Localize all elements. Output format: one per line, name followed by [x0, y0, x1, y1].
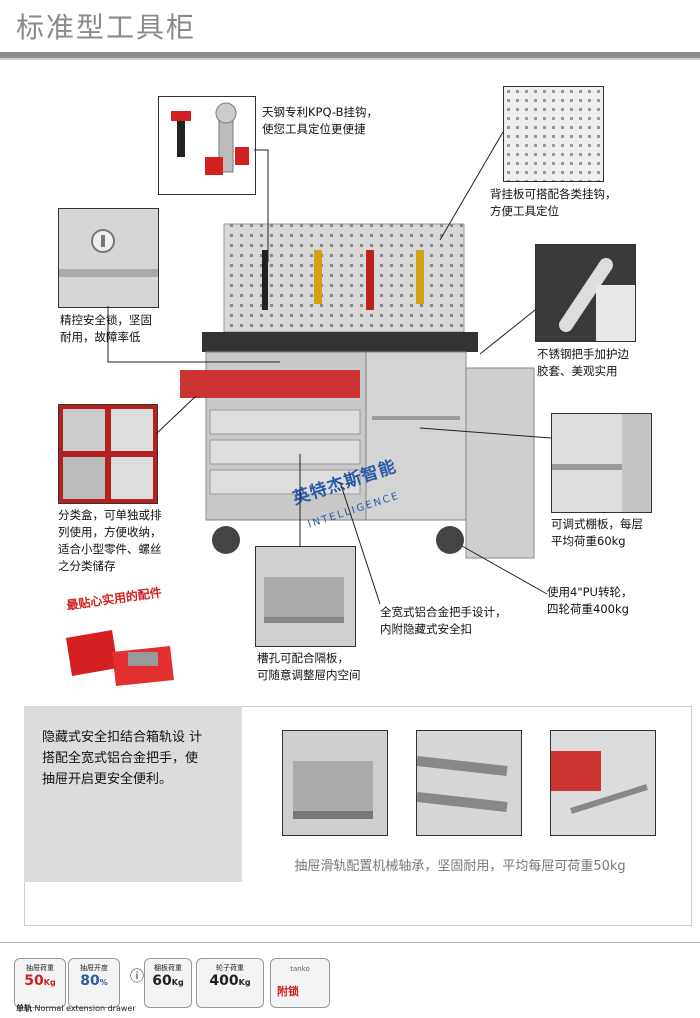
lock-caption: 精控安全锁，坚固耐用，故障率低 [60, 313, 152, 344]
drawer-rail-text-box [24, 706, 242, 882]
page-title: 标准型工具柜 [16, 11, 197, 44]
handle-photo [535, 244, 636, 342]
drawer-load-badge: 抽屉荷重 50Kg [14, 958, 66, 1008]
slot-photo [255, 546, 356, 647]
slot-caption: 槽孔可配合隔板，可随意调整屉内空间 [257, 651, 361, 682]
hook-photo [158, 96, 256, 195]
hook-caption: 天钢专利KPQ-B挂钩，使您工具定位更便捷 [262, 105, 378, 136]
footer-separator [0, 942, 700, 943]
cabinet-illustration [176, 220, 540, 560]
rail-caption: 抽屉滑轨配置机械轴承，坚固耐用，平均每屉可荷重50kg [294, 859, 626, 874]
rail-photo-1 [282, 730, 388, 836]
leader-lines [107, 131, 552, 605]
key-icon: tanko [290, 965, 310, 973]
shelf-load-badge: 棚板荷重 60Kg [144, 958, 192, 1008]
lock-included-badge: tanko 附锁 [270, 958, 330, 1008]
caster-load-badge: 轮子荷重 400Kg [196, 958, 264, 1008]
rail-type-label: 单轨 Normal extension drawer [16, 1004, 136, 1013]
rail-photo-3 [550, 730, 656, 836]
shelf-caption: 可调式棚板，每层平均荷重60kg [551, 517, 643, 548]
rail-photo-2 [416, 730, 522, 836]
drawer-extension-badge: 抽屉开度 80% [68, 958, 120, 1008]
title-bar-shadow [0, 58, 700, 60]
pegboard-photo [503, 86, 604, 182]
caster-caption: 使用4"PU转轮，四轮荷重400kg [547, 585, 633, 616]
pegboard-caption: 背挂板可搭配各类挂钩，方便工具定位 [490, 187, 617, 218]
aluminum-handle-caption: 全宽式铝合金把手设计，内附隐藏式安全扣 [380, 605, 507, 636]
drawer-rail-description: 隐藏式安全扣结合箱轨设 计搭配全宽式铝合金把手，使抽屉开启更安全便利。 [42, 730, 203, 787]
lock-photo [58, 208, 159, 308]
bins-caption: 分类盒，可单独或排列使用，方便收纳， 适合小型零件、螺丝之分类储存 [58, 508, 162, 573]
handle-caption: 不锈钢把手加护边胶套、美观实用 [537, 347, 629, 378]
info-icon: ⓘ [130, 969, 144, 985]
title-bar [0, 52, 700, 58]
shelf-photo [551, 413, 652, 513]
accessory-bins-image [62, 618, 182, 688]
bins-photo [58, 404, 158, 504]
